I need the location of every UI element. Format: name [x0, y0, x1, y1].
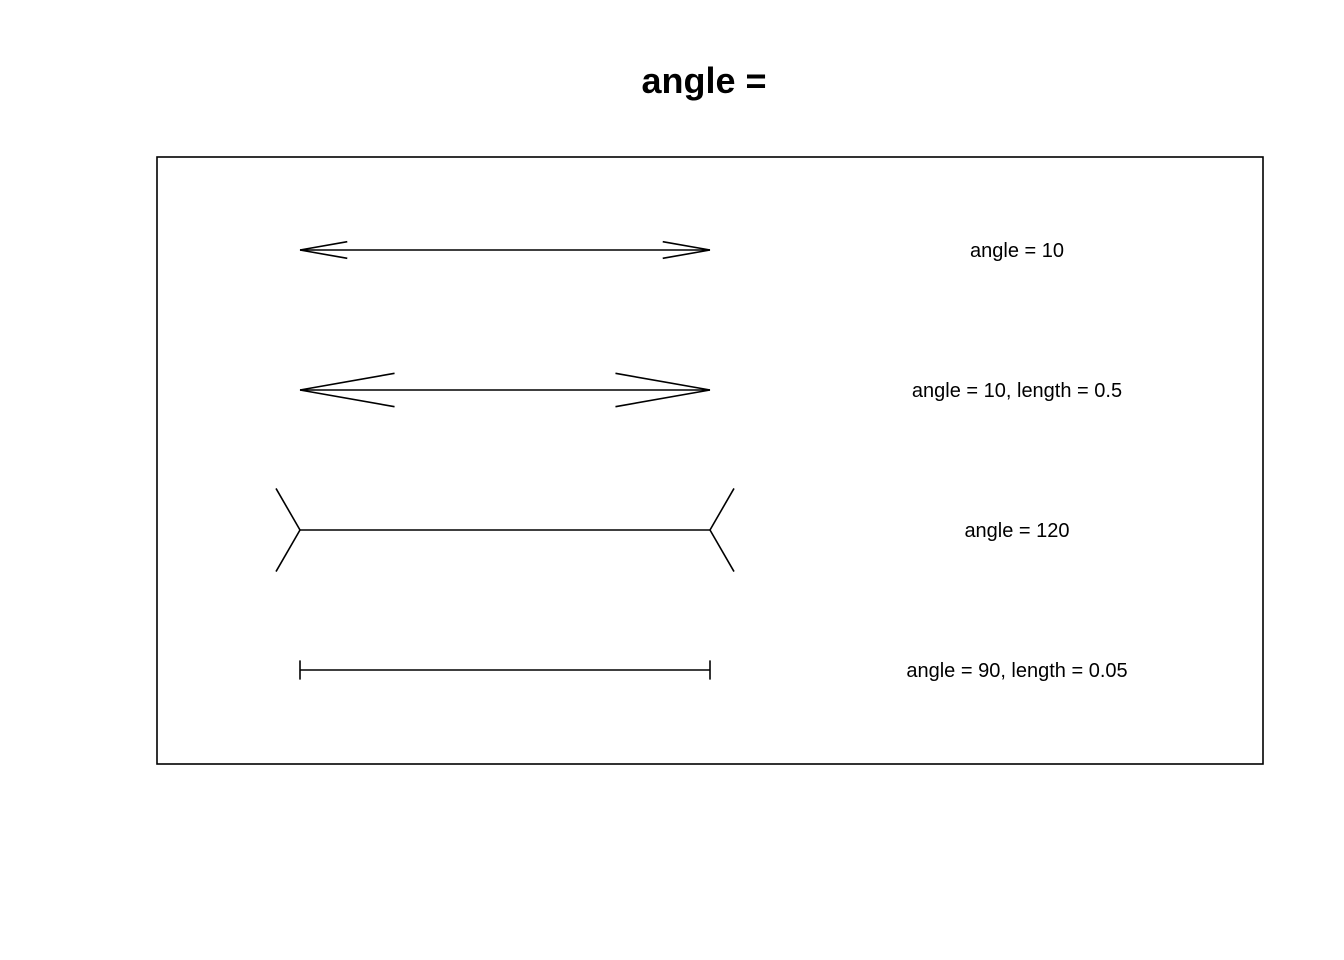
arrow-head-left-upper	[299, 240, 348, 251]
arrow-head-right-upper	[615, 372, 711, 391]
arrow-head-right-lower	[615, 389, 711, 408]
arrow-row: angle = 120	[275, 488, 1070, 572]
arrow-label: angle = 10	[970, 240, 1064, 262]
arrow-rows: angle = 10 angle = 10, length = 0.5 angle …	[275, 240, 1128, 682]
arrow-head-left-upper	[275, 488, 301, 531]
arrow-row: angle = 10, length = 0.5	[299, 372, 1122, 408]
arrow-label: angle = 90, length = 0.05	[906, 660, 1127, 682]
arrow-head-right-lower	[709, 529, 735, 572]
arrow-head-right-upper	[662, 240, 711, 251]
figure-title: angle =	[641, 60, 766, 101]
arrow-head-right-upper	[709, 488, 735, 531]
arrow-row: angle = 10	[299, 240, 1064, 262]
arrow-head-left-lower	[299, 389, 395, 408]
arrow-label: angle = 10, length = 0.5	[912, 380, 1122, 402]
arrow-row: angle = 90, length = 0.05	[299, 660, 1128, 682]
arrow-head-left-lower	[275, 529, 301, 572]
arrow-head-left-upper	[299, 372, 395, 391]
arrow-head-left-lower	[299, 249, 348, 260]
arrow-label: angle = 120	[964, 520, 1069, 542]
plot-frame	[156, 156, 1264, 765]
arrow-head-right-lower	[662, 249, 711, 260]
